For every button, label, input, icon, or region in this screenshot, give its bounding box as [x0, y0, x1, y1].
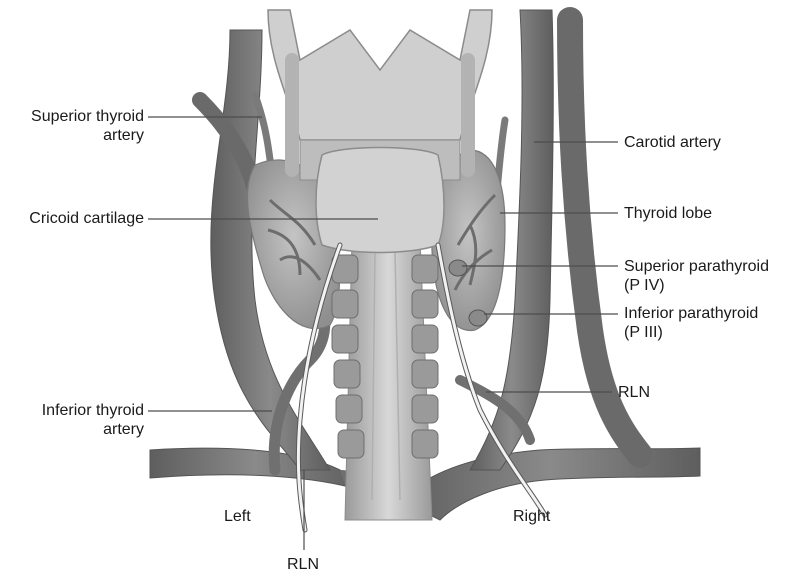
superior-parathyroid-gland [449, 260, 467, 276]
label-superior-parathyroid: Superior parathyroid (P IV) [624, 257, 769, 295]
label-superior-parathyroid-line2: (P IV) [624, 276, 769, 295]
label-superior-thyroid-artery: Superior thyroid artery [4, 107, 144, 145]
cricoid-cartilage [316, 148, 444, 253]
label-inferior-thyroid-artery-line2: artery [4, 420, 144, 439]
label-inferior-parathyroid-line2: (P III) [624, 323, 758, 342]
inferior-parathyroid-gland [469, 310, 487, 326]
trachea [332, 240, 438, 520]
label-superior-thyroid-artery-line2: artery [4, 126, 144, 145]
label-rln-right: RLN [618, 383, 650, 402]
label-side-right: Right [513, 507, 550, 526]
label-inferior-parathyroid-line1: Inferior parathyroid [624, 304, 758, 323]
label-superior-thyroid-artery-line1: Superior thyroid [4, 107, 144, 126]
label-inferior-thyroid-artery: Inferior thyroid artery [4, 401, 144, 439]
label-cricoid-cartilage: Cricoid cartilage [4, 209, 144, 228]
label-inferior-thyroid-artery-line1: Inferior thyroid [4, 401, 144, 420]
label-rln-bottom: RLN [287, 555, 319, 574]
label-carotid-artery: Carotid artery [624, 133, 721, 152]
label-inferior-parathyroid: Inferior parathyroid (P III) [624, 304, 758, 342]
label-side-left: Left [224, 507, 251, 526]
label-superior-parathyroid-line1: Superior parathyroid [624, 257, 769, 276]
label-thyroid-lobe: Thyroid lobe [624, 204, 712, 223]
